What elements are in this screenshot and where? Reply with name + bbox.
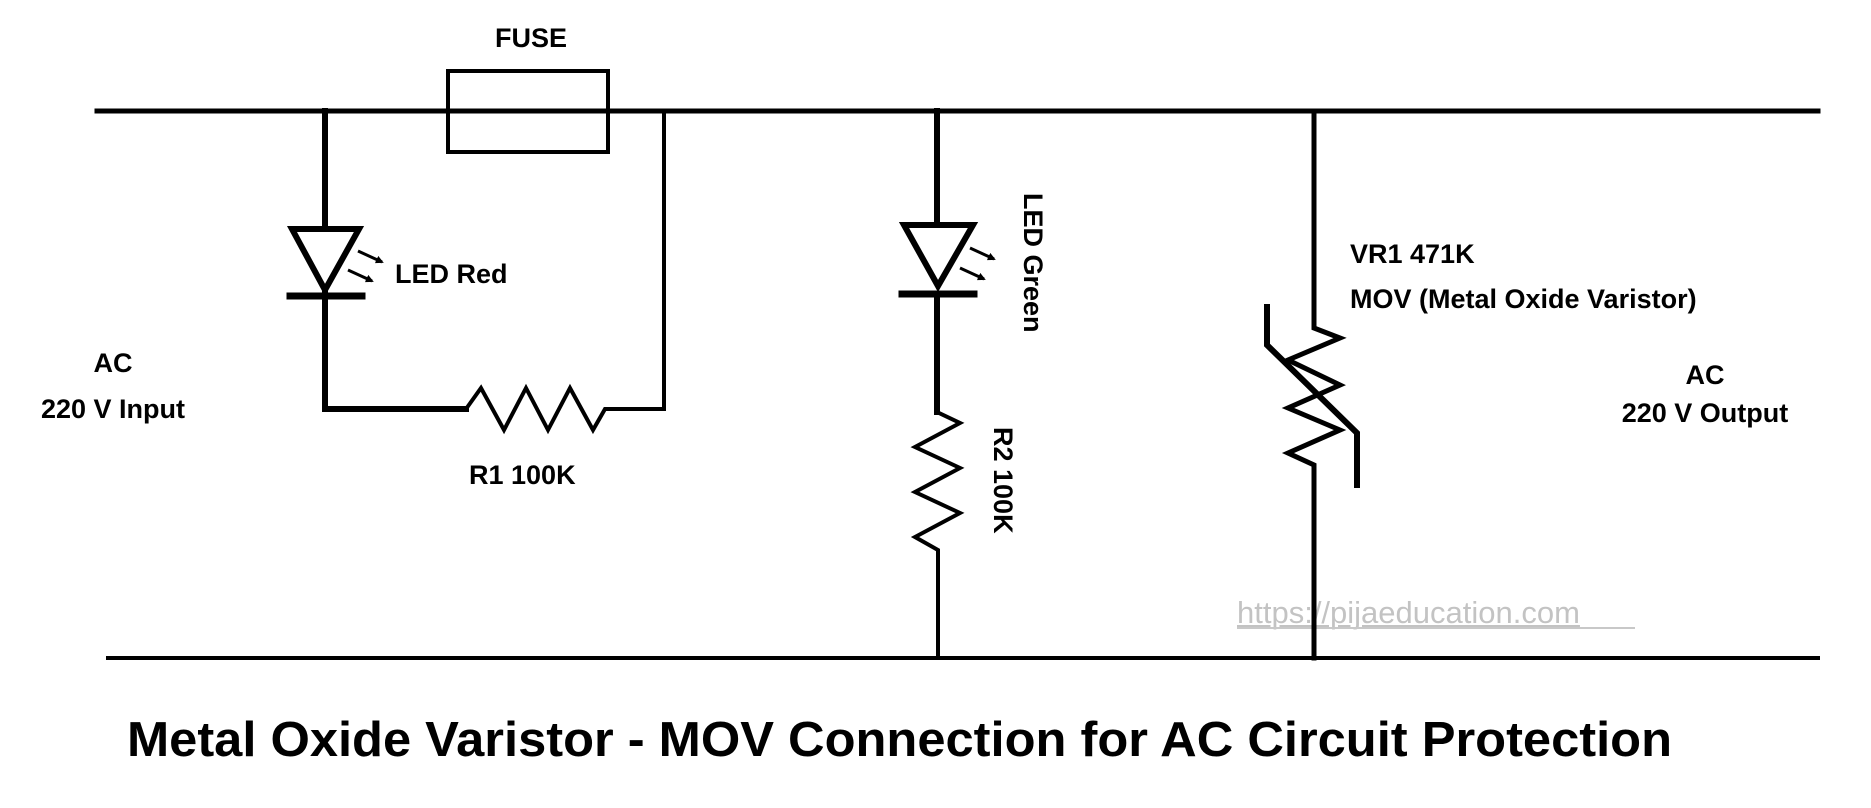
mov-ref-label: VR1 471K xyxy=(1350,239,1475,269)
led-red-label: LED Red xyxy=(395,259,508,289)
resistor-r2-symbol xyxy=(910,409,965,660)
diagram-title: Metal Oxide Varistor - MOV Connection fo… xyxy=(127,713,1672,767)
output-ac-label: AC xyxy=(1686,360,1725,390)
fuse-label: FUSE xyxy=(495,23,567,53)
led-red-diode-icon xyxy=(286,226,365,297)
led-green-label: LED Green xyxy=(1018,193,1048,333)
resistor-r1-label: R1 100K xyxy=(469,460,576,490)
mov-nonlinear-slash-icon xyxy=(1264,304,1360,488)
led-red-branch: LED Red R1 100K xyxy=(286,108,666,490)
led-green-branch: LED Green R2 100K xyxy=(898,108,1048,660)
mov-varistor-symbol xyxy=(1281,108,1347,661)
fuse-symbol xyxy=(446,69,610,154)
input-voltage-label: 220 V Input xyxy=(41,394,185,424)
mov-branch: VR1 471K MOV (Metal Oxide Varistor) xyxy=(1264,108,1697,661)
input-ac-label: AC xyxy=(94,348,133,378)
output-voltage-label: 220 V Output xyxy=(1622,398,1789,428)
led-red-light-arrow-icon xyxy=(357,249,384,264)
led-red-wire xyxy=(322,108,469,412)
resistor-r2-label: R2 100K xyxy=(988,427,1018,534)
led-green-light-arrow-icon xyxy=(959,266,986,281)
watermark-link[interactable]: https://pijaeducation.com xyxy=(1237,595,1580,630)
led-green-light-arrow-icon xyxy=(969,246,996,261)
mov-desc-label: MOV (Metal Oxide Varistor) xyxy=(1350,284,1697,314)
led-green-diode-icon xyxy=(898,222,979,293)
led-red-light-arrow-icon xyxy=(347,268,374,283)
resistor-r1-symbol xyxy=(463,109,666,435)
